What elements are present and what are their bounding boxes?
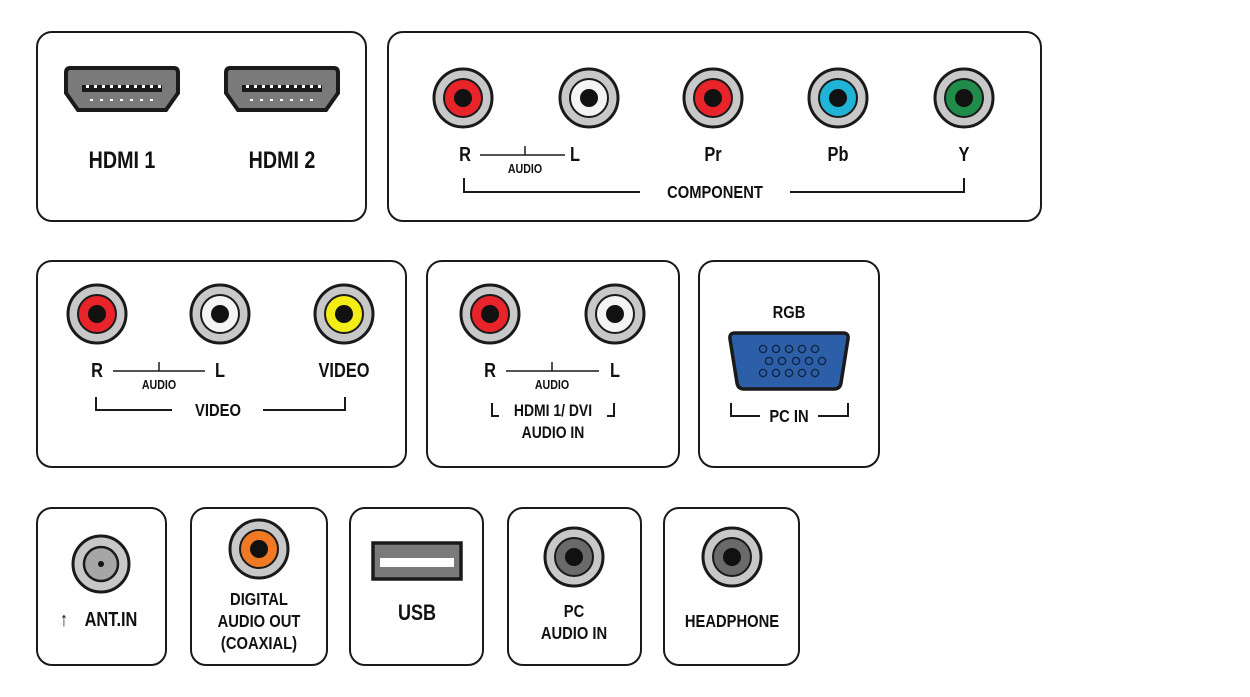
hdmi-dvi-audio-l-jack-icon xyxy=(584,283,646,345)
hdmi-panel xyxy=(36,31,367,222)
video-audio-r-jack-icon xyxy=(66,283,128,345)
component-pb-jack-icon xyxy=(807,67,869,129)
video-group-bracket xyxy=(95,397,346,411)
component-y-label: Y xyxy=(959,142,970,165)
video-composite-jack-icon xyxy=(313,283,375,345)
component-audio-bracket xyxy=(480,146,565,156)
component-pr-label: Pr xyxy=(704,142,721,165)
usb-panel xyxy=(349,507,484,666)
headphone-jack-icon xyxy=(701,526,763,588)
component-audio-label: AUDIO xyxy=(508,161,542,176)
vga-port-icon xyxy=(728,331,850,391)
usb-port-icon xyxy=(371,541,463,581)
usb-label: USB xyxy=(398,601,436,625)
hdmi1-label: HDMI 1 xyxy=(89,146,156,173)
video-audio-bracket xyxy=(113,362,205,372)
video-audio-label: AUDIO xyxy=(142,377,176,392)
video-r-label: R xyxy=(91,358,103,381)
antenna-label: ANT.IN xyxy=(85,607,138,630)
hdmi-dvi-audio-r-jack-icon xyxy=(459,283,521,345)
hdmi2-label: HDMI 2 xyxy=(249,146,316,173)
pc-in-group-bracket xyxy=(730,403,849,417)
video-group-label: VIDEO xyxy=(195,401,241,421)
antenna-connector-icon xyxy=(71,534,131,594)
component-group-bracket xyxy=(463,178,965,193)
hdmi-dvi-audio-bracket xyxy=(506,362,599,372)
hdmi-dvi-sub-label: AUDIO IN xyxy=(522,424,585,443)
digital-audio-line1: DIGITAL xyxy=(230,590,288,610)
pc-in-rgb-label: RGB xyxy=(773,303,806,323)
video-l-label: L xyxy=(215,358,225,381)
component-audio-r-jack-icon xyxy=(432,67,494,129)
digital-audio-line2: AUDIO OUT xyxy=(218,612,301,632)
pc-audio-line2: AUDIO IN xyxy=(541,624,607,644)
hdmi2-port-icon xyxy=(224,66,340,112)
headphone-label: HEADPHONE xyxy=(685,612,779,632)
hdmi-dvi-r-label: R xyxy=(484,358,496,381)
hdmi-dvi-group-label: HDMI 1/ DVI xyxy=(514,402,592,421)
video-audio-l-jack-icon xyxy=(189,283,251,345)
hdmi-dvi-l-label: L xyxy=(610,358,620,381)
component-y-jack-icon xyxy=(933,67,995,129)
component-audio-l-jack-icon xyxy=(558,67,620,129)
hdmi-dvi-audio-label: AUDIO xyxy=(535,377,569,392)
hdmi1-port-icon xyxy=(64,66,180,112)
pc-audio-line1: PC xyxy=(564,602,585,622)
digital-audio-line3: (COAXIAL) xyxy=(221,634,297,654)
pc-in-group-label: PC IN xyxy=(769,407,808,427)
component-l-label: L xyxy=(570,142,580,165)
digital-audio-jack-icon xyxy=(228,518,290,580)
component-pr-jack-icon xyxy=(682,67,744,129)
video-jack-label: VIDEO xyxy=(319,358,370,381)
component-pb-label: Pb xyxy=(828,142,849,165)
component-group-label: COMPONENT xyxy=(667,183,763,203)
antenna-arrow-icon: ↑ xyxy=(60,607,68,630)
pc-audio-jack-icon xyxy=(543,526,605,588)
hdmi-dvi-group-bracket xyxy=(491,403,615,417)
component-r-label: R xyxy=(459,142,471,165)
